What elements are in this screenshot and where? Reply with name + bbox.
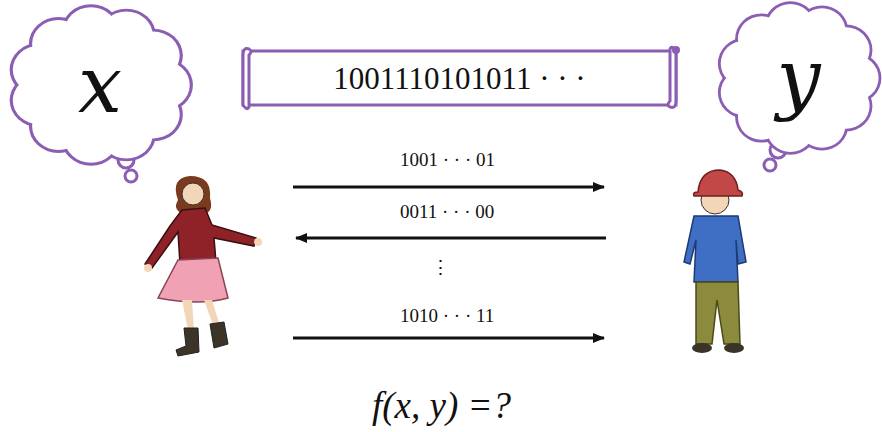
alice-figure xyxy=(254,238,262,246)
scroll-text: 1001110101011 · · · xyxy=(333,63,585,94)
bob-figure xyxy=(696,282,740,344)
thought-trail xyxy=(764,159,776,171)
text-holder: y xyxy=(776,39,820,117)
function-question: f(x, y) =? xyxy=(372,386,511,427)
message-bits: 0011 · · · 00 xyxy=(397,202,497,223)
text-holder: x xyxy=(78,46,122,124)
scroll-outline xyxy=(672,46,680,54)
thought-cloud: x xyxy=(12,5,188,165)
message-bits: 1010 · · · 11 xyxy=(397,306,497,327)
thought-cloud: y xyxy=(720,2,877,154)
alice-figure xyxy=(210,322,228,348)
text-holder: 1001110101011 · · · xyxy=(333,63,585,94)
scroll-outline xyxy=(668,47,676,107)
bob-figure xyxy=(684,170,746,353)
alice-figure xyxy=(144,264,152,272)
bob-figure xyxy=(724,343,744,353)
bob-figure xyxy=(684,216,746,282)
ellipsis-mark: ⋮ xyxy=(428,258,453,279)
thought-trail xyxy=(125,170,137,182)
variable-name: y xyxy=(776,39,820,117)
message-arrow xyxy=(296,237,606,240)
cloud-outline xyxy=(721,4,879,152)
bit-scroll: 1001110101011 · · · xyxy=(237,45,682,111)
cloud-outline xyxy=(739,23,858,132)
scroll-outline xyxy=(243,49,251,109)
alice-figure xyxy=(182,183,204,205)
message-arrow xyxy=(293,186,604,189)
cloud-outline xyxy=(13,7,190,163)
alice-figure xyxy=(176,328,199,356)
bob-figure xyxy=(692,343,712,353)
cloud-outline xyxy=(33,27,167,142)
thought-trail xyxy=(118,142,786,182)
variable-name: x xyxy=(78,46,122,124)
cloud-outline xyxy=(10,4,193,165)
alice-figure xyxy=(144,176,262,356)
alice-figure xyxy=(158,258,228,302)
bob-figure xyxy=(694,170,743,196)
message-bits: 1001 · · · 01 xyxy=(397,150,498,171)
cloud-outline xyxy=(33,27,167,142)
cloud-outline xyxy=(718,1,882,154)
cloud-outline xyxy=(739,23,858,132)
scroll-outline xyxy=(243,51,676,105)
message-arrow xyxy=(293,337,604,340)
message-arrow xyxy=(293,187,606,338)
